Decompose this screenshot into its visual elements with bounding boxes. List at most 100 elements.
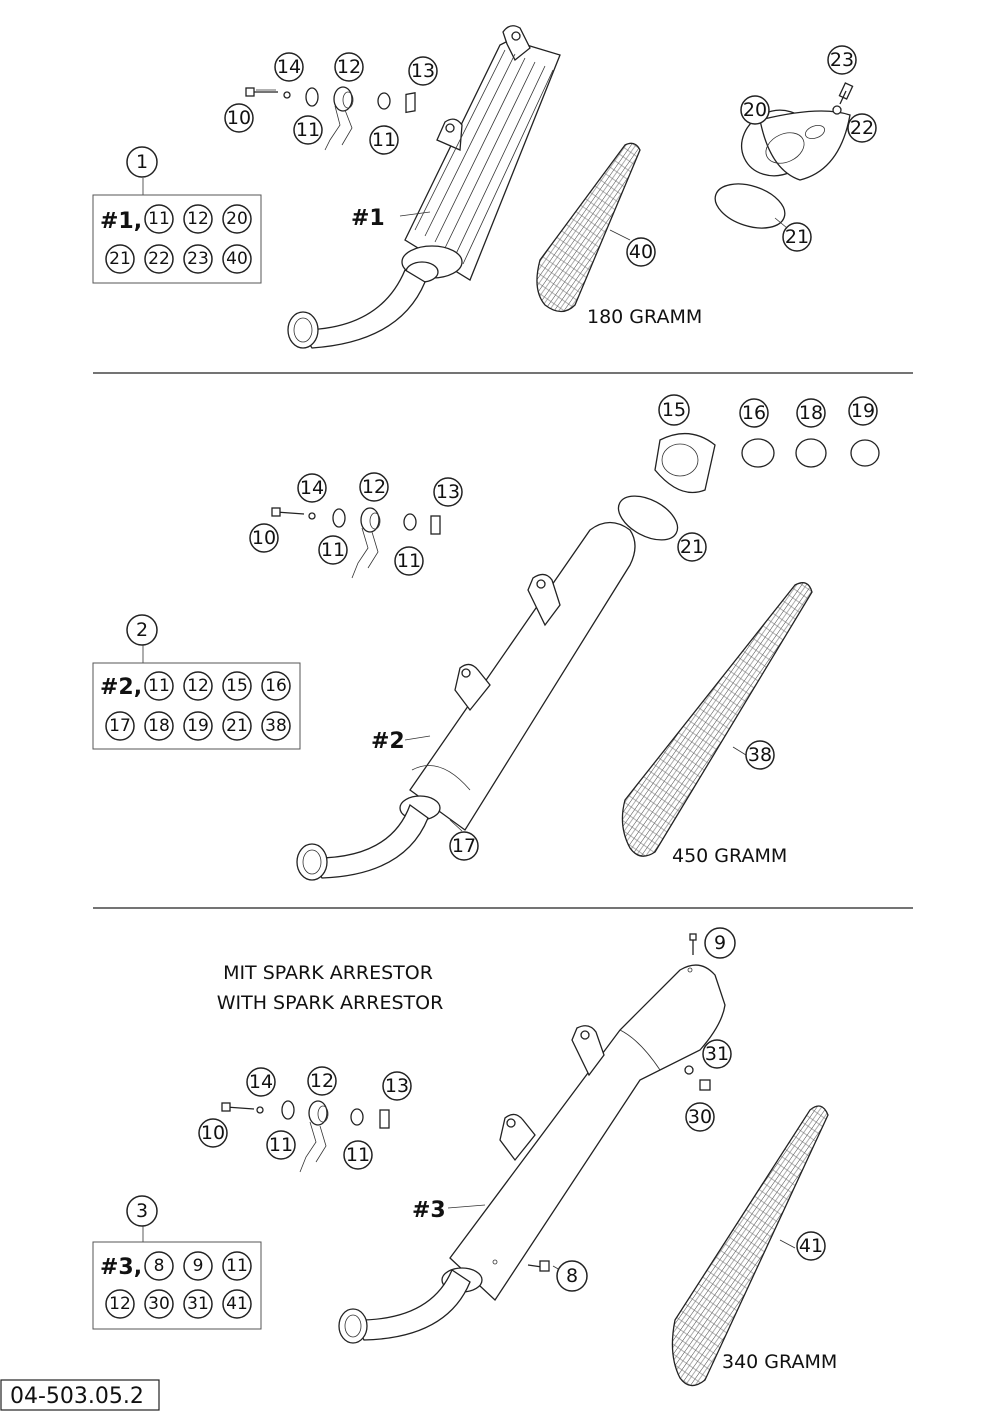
svg-text:12: 12	[362, 476, 386, 498]
svg-text:22: 22	[148, 249, 170, 269]
kit-item-20: 20	[222, 204, 252, 234]
callout-30: 30	[685, 1102, 715, 1132]
kit-item-12: 12	[183, 671, 213, 701]
callout-11-b: 11	[343, 1140, 373, 1170]
callout-12: 12	[307, 1066, 337, 1096]
weight-label-1: 180 GRAMM	[587, 306, 702, 328]
callout-14: 14	[246, 1067, 276, 1097]
ring-18	[795, 438, 827, 468]
callout-38: 38	[745, 740, 775, 770]
svg-text:11: 11	[346, 1144, 370, 1166]
kit-item-9: 9	[183, 1251, 213, 1281]
callout-11-a: 11	[318, 535, 348, 565]
svg-text:11: 11	[148, 676, 170, 696]
kit-item-41: 41	[222, 1289, 252, 1319]
ring-16	[741, 438, 775, 468]
kit-item-12: 12	[183, 204, 213, 234]
svg-text:9: 9	[193, 1256, 204, 1276]
svg-text:18: 18	[799, 402, 823, 424]
svg-text:10: 10	[201, 1122, 225, 1144]
drawing-number: 04-503.05.2	[10, 1384, 144, 1409]
callout-3: 3	[126, 1195, 158, 1227]
svg-text:23: 23	[830, 49, 854, 71]
callout-11-a: 11	[293, 115, 323, 145]
kit-item-8: 8	[144, 1251, 174, 1281]
kit-item-19: 19	[183, 711, 213, 741]
callout-9: 9	[704, 927, 736, 959]
svg-text:18: 18	[148, 716, 170, 736]
callout-11-a: 11	[266, 1130, 296, 1160]
muffler-2	[296, 521, 636, 881]
svg-text:12: 12	[337, 56, 361, 78]
svg-text:#3,: #3,	[100, 1255, 142, 1280]
svg-text:30: 30	[148, 1294, 170, 1314]
spark-arrestor-note-de: MIT SPARK ARRESTOR	[223, 962, 433, 984]
section-2: 14 12 13 10 11 11 2 15 16 18 19 21 38 17…	[92, 394, 880, 881]
svg-text:40: 40	[629, 241, 653, 263]
kit-item-18: 18	[144, 711, 174, 741]
svg-text:21: 21	[785, 226, 809, 248]
screw-30	[699, 1079, 711, 1091]
insert-38	[621, 582, 813, 857]
drawing-number-box	[0, 1379, 160, 1411]
callout-31: 31	[702, 1039, 732, 1069]
end-cap-20	[741, 109, 851, 181]
washer-22	[832, 105, 842, 115]
callout-19: 19	[848, 396, 878, 426]
insert-40	[536, 142, 641, 313]
callout-12: 12	[334, 52, 364, 82]
mounting-hardware-1	[245, 86, 416, 151]
svg-text:11: 11	[397, 550, 421, 572]
callout-13: 13	[382, 1071, 412, 1101]
weight-label-2: 450 GRAMM	[672, 845, 787, 867]
mounting-hardware-3	[221, 1100, 390, 1173]
svg-text:12: 12	[310, 1070, 334, 1092]
callout-10: 10	[198, 1118, 228, 1148]
svg-text:8: 8	[566, 1265, 578, 1287]
spark-arrestor-note-en: WITH SPARK ARRESTOR	[217, 992, 444, 1014]
kit-item-11: 11	[144, 204, 174, 234]
svg-text:21: 21	[109, 249, 131, 269]
svg-text:14: 14	[300, 477, 324, 499]
callout-13: 13	[433, 477, 463, 507]
o-ring-21-s2	[617, 495, 679, 541]
kit-item-11: 11	[144, 671, 174, 701]
end-cap-15	[654, 433, 716, 494]
svg-text:15: 15	[662, 399, 686, 421]
callout-10: 10	[224, 103, 254, 133]
callout-21: 21	[782, 222, 812, 252]
muffler-3	[338, 964, 726, 1344]
svg-text:22: 22	[850, 117, 874, 139]
kit-item-21: 21	[105, 244, 135, 274]
svg-text:17: 17	[109, 716, 131, 736]
washer-31	[684, 1065, 694, 1075]
kit1-row1: 11 12 20	[144, 204, 252, 234]
callout-20: 20	[740, 95, 770, 125]
callout-10: 10	[249, 523, 279, 553]
svg-text:19: 19	[851, 400, 875, 422]
svg-text:9: 9	[714, 932, 726, 954]
callout-1: 1	[126, 146, 158, 178]
weight-label-3: 340 GRAMM	[722, 1351, 837, 1373]
kit-item-17: 17	[105, 711, 135, 741]
svg-text:3: 3	[136, 1200, 148, 1222]
svg-text:10: 10	[227, 107, 251, 129]
muffler-1	[287, 25, 561, 349]
callout-14: 14	[274, 52, 304, 82]
part-label-2: #2	[371, 729, 405, 754]
svg-text:12: 12	[187, 676, 209, 696]
svg-text:12: 12	[109, 1294, 131, 1314]
svg-text:16: 16	[742, 402, 766, 424]
svg-text:13: 13	[411, 60, 435, 82]
callout-11-b: 11	[369, 125, 399, 155]
leader-lines-2	[142, 645, 747, 832]
svg-text:20: 20	[743, 99, 767, 121]
svg-text:12: 12	[187, 209, 209, 229]
kit-item-30: 30	[144, 1289, 174, 1319]
svg-text:31: 31	[187, 1294, 209, 1314]
